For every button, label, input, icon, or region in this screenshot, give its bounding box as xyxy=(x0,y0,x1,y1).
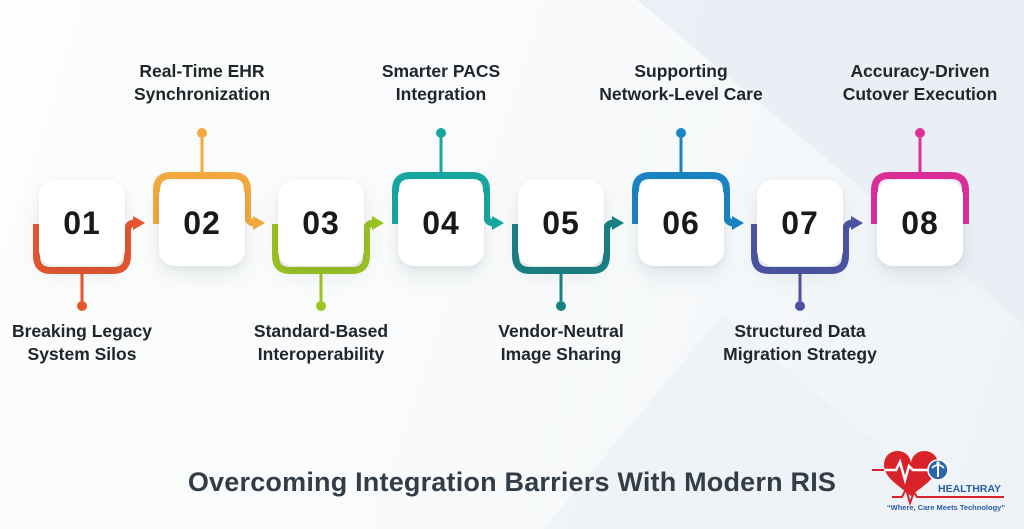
step-03-connector xyxy=(272,216,384,311)
step-08: 08 Accuracy-Driven Cutover Execution xyxy=(843,52,997,382)
step-number-box: 05 xyxy=(518,180,604,266)
step-04: 04 Smarter PACS Integration xyxy=(381,52,504,382)
step-07: 07 Structured Data Migration Strategy xyxy=(723,52,877,382)
arrow-right-icon xyxy=(133,216,145,230)
step-number: 06 xyxy=(662,204,700,241)
step-label: Structured Data Migration Strategy xyxy=(675,320,925,366)
step-number: 01 xyxy=(63,204,101,241)
page-title: Overcoming Integration Barriers With Mod… xyxy=(187,467,837,497)
caduceus-wings xyxy=(931,464,945,469)
step-number-box: 03 xyxy=(278,180,364,266)
connector-dot-icon xyxy=(556,301,566,311)
step-label: Vendor-Neutral Image Sharing xyxy=(436,320,686,366)
step-number: 05 xyxy=(542,204,580,241)
step-label-line1: Vendor-Neutral xyxy=(498,321,624,341)
arrow-right-icon xyxy=(492,216,504,230)
bracket-shape xyxy=(751,219,854,274)
step-label-line1: Real-Time EHR xyxy=(139,61,265,81)
connector-dot-icon xyxy=(316,301,326,311)
bracket-shape xyxy=(871,172,969,224)
arrow-right-icon xyxy=(732,216,744,230)
step-label-line2: Image Sharing xyxy=(500,344,622,364)
step-number: 02 xyxy=(183,204,221,241)
step-number-box: 02 xyxy=(159,180,245,266)
step-number-box: 06 xyxy=(638,180,724,266)
connector-dot-icon xyxy=(77,301,87,311)
step-07-connector xyxy=(751,216,863,311)
step-number: 04 xyxy=(422,204,460,241)
bracket-shape xyxy=(392,172,495,227)
step-number-box: 01 xyxy=(39,180,125,266)
arrow-right-icon xyxy=(253,216,265,230)
bracket-shape xyxy=(153,172,256,227)
step-number: 07 xyxy=(781,204,819,241)
brand-name: HEALTHRAY xyxy=(938,483,1001,495)
step-04-connector xyxy=(392,128,504,230)
step-label-line1: Breaking Legacy xyxy=(11,321,153,341)
step-label: Real-Time EHR Synchronization xyxy=(77,60,327,106)
step-label-line2: Migration Strategy xyxy=(723,344,877,364)
step-label: Standard-Based Interoperability xyxy=(196,320,446,366)
step-03: 03 Standard-Based Interoperability xyxy=(254,52,388,382)
bracket-shape xyxy=(272,219,375,274)
step-label-line2: Synchronization xyxy=(133,84,271,104)
connector-dot-icon xyxy=(795,301,805,311)
step-label-line1: Structured Data xyxy=(734,321,866,341)
step-number: 08 xyxy=(901,204,939,241)
arrow-right-icon xyxy=(612,216,624,230)
step-02-connector xyxy=(153,128,265,230)
arrow-right-icon xyxy=(851,216,863,230)
step-number-box: 04 xyxy=(398,180,484,266)
heart-icon xyxy=(884,451,938,496)
connector-dot-icon xyxy=(915,128,925,138)
step-02: 02 Real-Time EHR Synchronization xyxy=(134,52,270,382)
step-label: Smarter PACS Integration xyxy=(316,60,566,106)
timeline: 01 Breaking Legacy System Silos 02 Real-… xyxy=(12,52,997,382)
connector-dot-icon xyxy=(676,128,686,138)
step-01-connector xyxy=(33,216,145,311)
step-08-connector xyxy=(871,128,969,224)
step-label-line2: Integration xyxy=(395,84,487,104)
step-label-line2: System Silos xyxy=(27,344,137,364)
step-number: 03 xyxy=(302,204,340,241)
connector-dot-icon xyxy=(197,128,207,138)
bracket-shape xyxy=(512,219,615,274)
step-label: Breaking Legacy System Silos xyxy=(0,320,207,366)
step-label-line2: Cutover Execution xyxy=(842,84,998,104)
caduceus-top-dot xyxy=(936,461,940,465)
step-label-line1: Standard-Based xyxy=(253,321,389,341)
connector-dot-icon xyxy=(436,128,446,138)
healthray-logo: HEALTHRAY “Where, Care Meets Technology” xyxy=(872,451,1005,512)
brand-tagline: “Where, Care Meets Technology” xyxy=(887,503,1005,512)
step-number-box: 07 xyxy=(757,180,843,266)
arrow-right-icon xyxy=(372,216,384,230)
step-label-line1: Supporting xyxy=(634,61,728,81)
step-06-connector xyxy=(632,128,744,230)
step-number-box: 08 xyxy=(877,180,963,266)
bracket-shape xyxy=(33,219,136,274)
step-06: 06 Supporting Network-Level Care xyxy=(599,52,763,382)
step-label-line2: Interoperability xyxy=(257,344,385,364)
step-label-line1: Smarter PACS xyxy=(381,61,501,81)
step-label-line2: Network-Level Care xyxy=(599,84,763,104)
step-01: 01 Breaking Legacy System Silos xyxy=(12,52,152,382)
step-05-connector xyxy=(512,216,624,311)
ekg-heart-line xyxy=(884,458,938,485)
step-05: 05 Vendor-Neutral Image Sharing xyxy=(498,52,624,382)
step-label: Supporting Network-Level Care xyxy=(556,60,806,106)
step-label: Accuracy-Driven Cutover Execution xyxy=(795,60,1024,106)
ekg-underline xyxy=(892,486,1004,507)
step-label-line1: Accuracy-Driven xyxy=(850,61,990,81)
bracket-shape xyxy=(632,172,735,227)
